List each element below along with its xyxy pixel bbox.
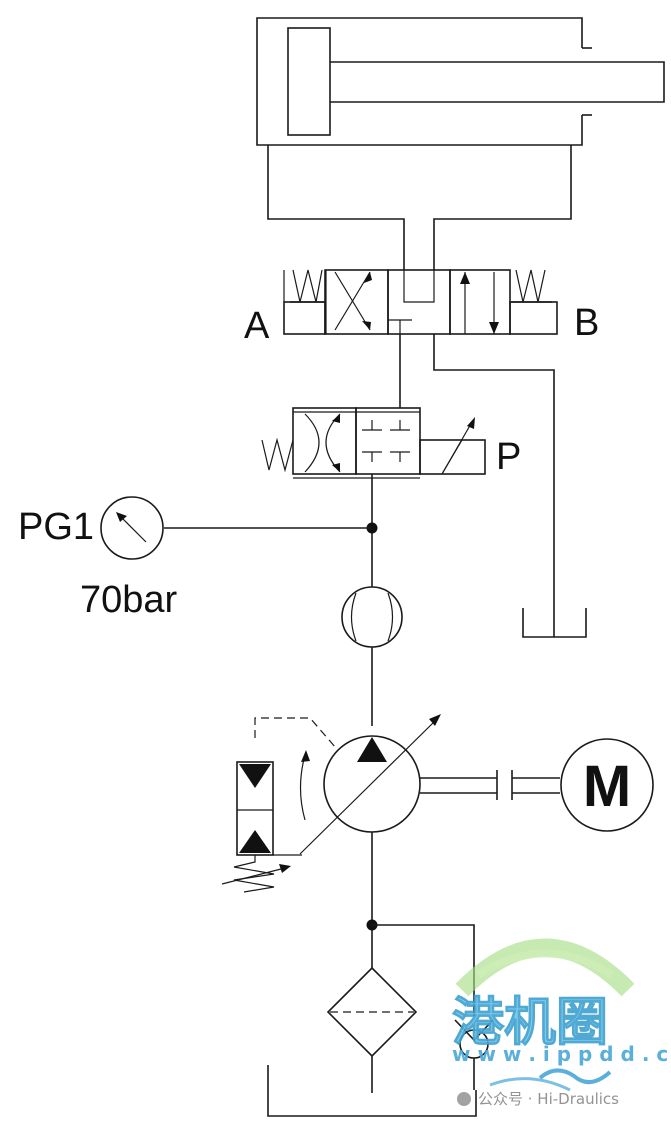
check-valve-icon bbox=[454, 1019, 494, 1090]
watermark-caption: 公众号 · Hi-Draulics bbox=[478, 1090, 619, 1108]
flow-meter-icon bbox=[341, 586, 403, 648]
port-p-label: P bbox=[496, 436, 521, 478]
pump-control bbox=[221, 717, 337, 893]
tank-return-line bbox=[433, 334, 555, 637]
hydraulic-cylinder bbox=[256, 17, 665, 146]
port-b-label: B bbox=[574, 302, 599, 344]
directional-valve bbox=[283, 269, 558, 335]
reservoir bbox=[267, 1065, 477, 1117]
tank-icon bbox=[522, 608, 587, 638]
variable-pump bbox=[299, 714, 560, 855]
cylinder-lines bbox=[267, 145, 572, 270]
watermark: 港机圈 w w w . i p p d d . c o m 公众号 · Hi-D… bbox=[452, 938, 671, 1108]
port-a-label: A bbox=[244, 305, 270, 347]
filter-icon bbox=[326, 966, 418, 1058]
watermark-logo-text: 港机圈 bbox=[452, 993, 608, 1053]
motor-icon bbox=[560, 738, 654, 832]
spring-icon bbox=[233, 855, 275, 893]
watermark-url: w w w . i p p d d . c o m bbox=[452, 1042, 671, 1066]
proportional-valve bbox=[261, 407, 486, 479]
motor-label: M bbox=[583, 754, 631, 819]
gauge-tag-label: PG1 bbox=[18, 506, 94, 548]
pressure-gauge-icon bbox=[100, 496, 164, 560]
wechat-icon bbox=[457, 1092, 471, 1106]
gauge-pressure-label: 70bar bbox=[80, 579, 178, 621]
